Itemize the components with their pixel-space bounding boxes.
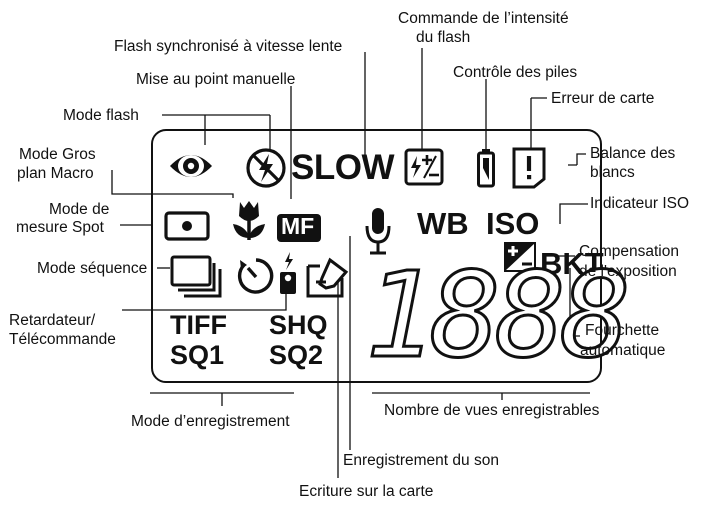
card-error-icon [512, 147, 546, 189]
flash-off-icon [246, 148, 286, 188]
sq1-indicator: SQ1 [170, 340, 225, 370]
battery-icon [477, 149, 495, 188]
spot-metering-icon [164, 211, 210, 241]
label-frames-remaining: Nombre de vues enregistrables [384, 402, 600, 419]
label-compensation-1: Compensation [579, 243, 679, 260]
sequence-mode-icon [170, 255, 222, 298]
label-self-timer-1: Retardateur/ [9, 312, 96, 329]
remote-control-icon [280, 252, 296, 294]
frame-counter: 1888 [363, 246, 632, 384]
lcd-panel-outline [151, 129, 602, 383]
shq-indicator: SHQ [269, 310, 328, 340]
white-balance-indicator: WB [417, 206, 469, 241]
manual-focus-indicator: MF [281, 213, 315, 239]
macro-tulip-icon [233, 201, 265, 240]
exposure-compensation-icon [504, 242, 536, 272]
label-white-balance-1: Balance des [590, 145, 676, 162]
sq2-indicator: SQ2 [269, 340, 324, 370]
red-eye-flash-icon [170, 155, 212, 177]
label-iso: Indicateur ISO [590, 195, 690, 212]
label-card-error: Erreur de carte [551, 90, 655, 107]
label-battery-check: Contrôle des piles [453, 64, 578, 81]
label-bracketing-1: Fourchette [585, 322, 660, 339]
label-self-timer-2: Télécommande [9, 331, 116, 348]
label-bracketing-2: automatique [580, 342, 666, 359]
label-card-write: Ecriture sur la carte [299, 483, 434, 500]
label-sequence: Mode séquence [37, 260, 148, 277]
slow-sync-indicator: SLOW [291, 148, 394, 187]
label-recording-mode: Mode d’enregistrement [131, 413, 290, 430]
label-white-balance-2: blancs [590, 164, 635, 181]
tiff-indicator: TIFF [170, 310, 227, 340]
label-slow-sync: Flash synchronisé à vitesse lente [114, 38, 343, 55]
label-flash-intensity: Commande de l’intensité [398, 10, 569, 27]
card-write-icon [306, 257, 349, 298]
auto-bracketing-indicator: BKT [540, 246, 604, 281]
label-sound-recording: Enregistrement du son [343, 452, 499, 469]
label-manual-focus: Mise au point manuelle [136, 71, 296, 88]
label-compensation-2: de l'exposition [579, 263, 677, 280]
label-macro-1: Mode Gros [19, 146, 96, 163]
iso-indicator: ISO [486, 206, 540, 241]
manual-focus-badge [277, 214, 321, 242]
self-timer-icon [237, 258, 274, 294]
label-macro-2: plan Macro [17, 165, 94, 182]
label-flash-intensity-2: du flash [416, 29, 471, 46]
microphone-icon [365, 208, 391, 255]
flash-intensity-icon [404, 148, 444, 186]
label-flash-mode: Mode flash [63, 107, 139, 124]
label-spot-1: Mode de [49, 201, 110, 218]
label-spot-2: mesure Spot [16, 219, 104, 236]
